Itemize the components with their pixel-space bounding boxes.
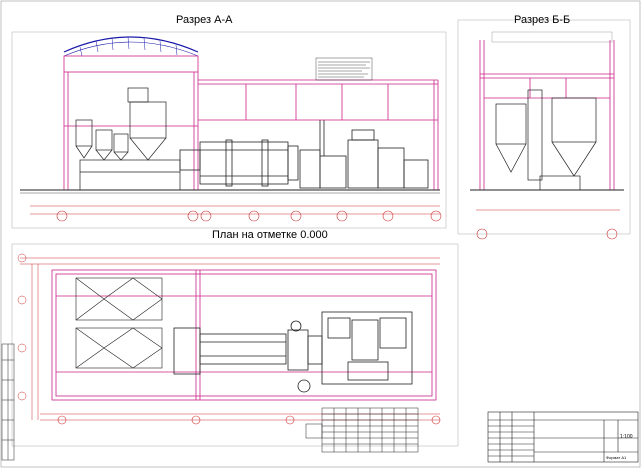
plan-title: План на отметке 0.000 xyxy=(212,229,328,241)
silos-aa xyxy=(75,87,181,191)
title-block xyxy=(487,411,639,463)
section-aa-title: Разрез А-А xyxy=(176,14,233,26)
plan-view xyxy=(11,243,459,453)
axis-grid-plan xyxy=(40,413,441,425)
silos-bb xyxy=(495,89,597,191)
machinery-aa xyxy=(179,120,429,189)
grating-block xyxy=(305,407,419,453)
scale-value: 1:100 xyxy=(620,434,633,440)
section-aa-frame xyxy=(11,31,447,229)
section-aa-view xyxy=(11,31,447,229)
plan-frame xyxy=(11,243,459,447)
section-bb-view xyxy=(457,19,631,240)
machinery-plan xyxy=(173,311,413,393)
section-bb-title: Разрез Б-Б xyxy=(514,14,571,26)
side-stamp xyxy=(1,343,15,461)
axis-grid-bb xyxy=(476,209,620,240)
spec-note-aa xyxy=(315,57,373,81)
section-bb-frame xyxy=(457,19,631,235)
roof-arch xyxy=(63,36,199,53)
silo-footprint-plan xyxy=(75,277,163,369)
axis-grid-aa xyxy=(30,205,442,222)
sheet-format: Формат А1 xyxy=(606,455,627,460)
